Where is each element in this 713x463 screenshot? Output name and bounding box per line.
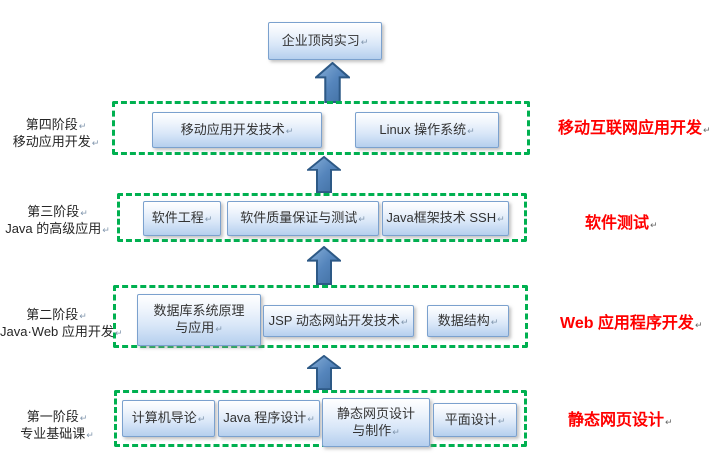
stage-2-phase-label: 第二阶段↵ Java·Web 应用开发↵	[0, 307, 123, 339]
stage-4-phase-label: 第四阶段↵ 移动应用开发↵	[12, 117, 100, 149]
paragraph-mark: ↵	[360, 36, 369, 47]
paragraph-mark: ↵	[703, 125, 711, 135]
paragraph-mark: ↵	[79, 311, 87, 321]
course-box-database-principles: 数据库系统原理 与应用↵	[137, 294, 261, 346]
stage-3-track-label: 软件测试↵	[585, 215, 658, 232]
stage-3-phase-label: 第三阶段↵ Java 的高级应用↵	[5, 204, 110, 236]
paragraph-mark: ↵	[215, 324, 223, 334]
paragraph-mark: ↵	[114, 328, 123, 338]
course-box-mobile-app-dev: 移动应用开发技术↵	[152, 112, 322, 148]
paragraph-mark: ↵	[650, 220, 658, 230]
up-arrow-icon	[307, 156, 341, 193]
stage-2-boundary	[113, 285, 528, 348]
up-arrow-icon	[307, 246, 341, 285]
paragraph-mark: ↵	[80, 208, 88, 218]
stage-2-track-label: Web 应用程序开发↵	[560, 315, 703, 332]
paragraph-mark: ↵	[694, 320, 703, 330]
stage-4-boundary	[112, 101, 530, 155]
paragraph-mark: ↵	[497, 214, 505, 224]
stage-3-boundary	[117, 193, 527, 242]
paragraph-mark: ↵	[467, 125, 475, 136]
internship-label: 企业顶岗实习	[281, 32, 360, 48]
course-box-jsp-web-dev: JSP 动态网站开发技术↵	[263, 305, 414, 337]
stage-1-boundary	[114, 390, 527, 447]
course-box-intro-to-computing: 计算机导论↵	[122, 400, 215, 437]
stage-1-phase-label: 第一阶段↵ 专业基础课↵	[20, 409, 94, 441]
paragraph-mark: ↵	[307, 414, 315, 424]
paragraph-mark: ↵	[665, 417, 673, 427]
paragraph-mark: ↵	[400, 316, 409, 327]
course-box-graphic-design: 平面设计↵	[433, 403, 517, 437]
paragraph-mark: ↵	[358, 214, 366, 224]
paragraph-mark: ↵	[497, 415, 506, 426]
paragraph-mark: ↵	[78, 121, 87, 131]
paragraph-mark: ↵	[91, 138, 100, 148]
course-box-software-qa-testing: 软件质量保证与测试↵	[227, 201, 379, 236]
course-box-software-engineering: 软件工程↵	[143, 201, 221, 236]
course-box-java-ssh: Java框架技术 SSH↵	[382, 201, 509, 236]
course-box-data-structures: 数据结构↵	[427, 305, 509, 337]
paragraph-mark: ↵	[86, 430, 94, 440]
paragraph-mark: ↵	[392, 426, 400, 437]
course-box-linux: Linux 操作系统↵	[355, 112, 499, 148]
paragraph-mark: ↵	[197, 414, 206, 424]
course-box-java-programming: Java 程序设计↵	[218, 400, 320, 437]
up-arrow-icon	[315, 62, 350, 103]
paragraph-mark: ↵	[79, 413, 88, 423]
paragraph-mark: ↵	[285, 125, 294, 136]
stage-1-track-label: 静态网页设计↵	[568, 412, 673, 429]
internship-box: 企业顶岗实习↵	[268, 22, 382, 60]
paragraph-mark: ↵	[490, 316, 499, 327]
up-arrow-icon	[307, 355, 341, 390]
stage-4-track-label: 移动互联网应用开发↵	[558, 120, 711, 137]
paragraph-mark: ↵	[102, 225, 110, 235]
course-box-static-webpage-design: 静态网页设计 与制作↵	[322, 398, 430, 447]
paragraph-mark: ↵	[204, 214, 213, 224]
